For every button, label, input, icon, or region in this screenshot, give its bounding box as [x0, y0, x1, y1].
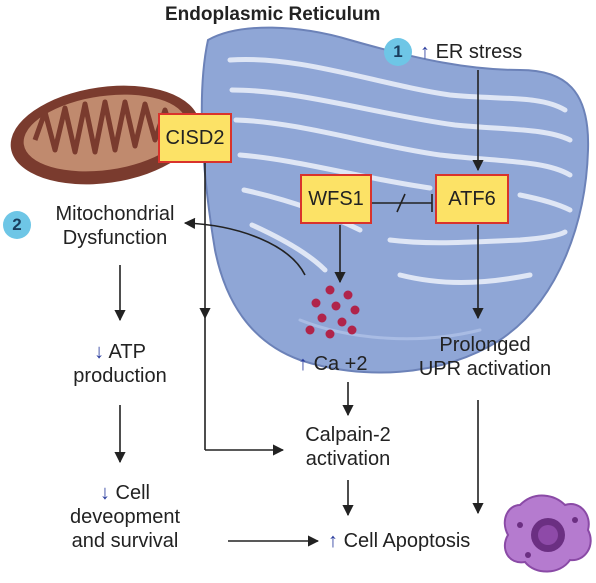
up-arrow-icon: ↑ [328, 530, 338, 552]
atp-production-label: ↓ ATP production [73, 341, 167, 387]
badge-two: 2 [3, 211, 31, 239]
er-stress-label: ↑ ER stress [420, 41, 523, 63]
up-arrow-icon: ↑ [420, 41, 430, 63]
mitochondrion-illustration [10, 85, 200, 185]
cell-apoptosis-label: ↑ Cell Apoptosis [328, 530, 471, 552]
mito-dysfunction-label: Mitochondrial Dysfunction [55, 203, 175, 249]
atf6-box: ATF6 [435, 174, 509, 224]
diagram-title: Endoplasmic Reticulum [165, 4, 381, 25]
down-arrow-icon: ↓ [99, 482, 110, 504]
arrow-calcium-mito [183, 217, 306, 276]
calpain-activation-label: Calpain-2 activation [305, 424, 391, 470]
er-illustration [200, 26, 590, 374]
calcium-ions [305, 285, 360, 339]
calcium-label: ↑ Ca +2 [298, 353, 368, 375]
apoptotic-cell-illustration [503, 494, 592, 573]
cell-development-label: ↓ Cell deveopment and survival [69, 482, 181, 552]
wfs1-box: WFS1 [300, 174, 372, 224]
down-arrow-icon: ↓ [94, 341, 105, 363]
cisd2-box: CISD2 [158, 113, 232, 163]
badge-one: 1 [384, 38, 412, 66]
prolonged-upr-label: Prolonged UPR activation [418, 334, 552, 380]
up-arrow-icon: ↑ [298, 353, 308, 375]
